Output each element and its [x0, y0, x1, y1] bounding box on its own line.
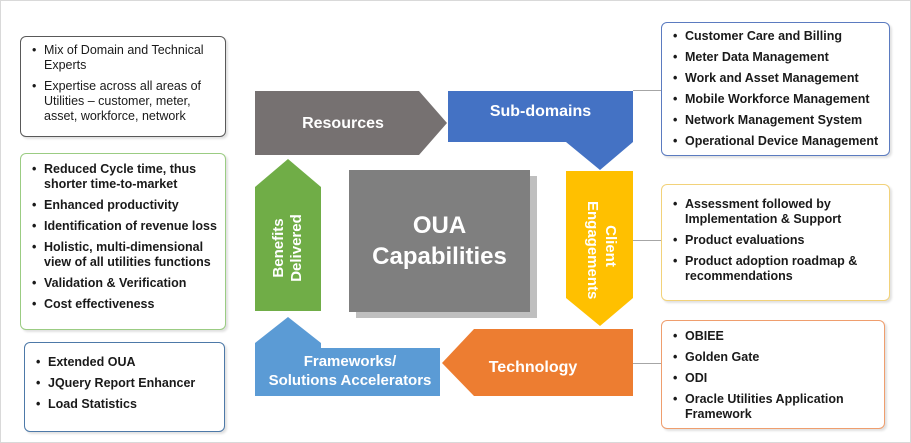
frameworks-arrow [255, 317, 440, 396]
client-engagements-info-box: Assessment followed by Implementation & … [661, 184, 890, 301]
list-item: Load Statistics [31, 397, 218, 412]
connector-technology [633, 363, 661, 364]
client-label-line1: Client [602, 225, 619, 267]
oua-capabilities-box: OUA Capabilities [349, 170, 530, 312]
client-label-line2: Engagements [584, 201, 601, 300]
list-item: Customer Care and Billing [668, 29, 883, 44]
subdomains-label: Sub-domains [489, 102, 592, 120]
technology-arrow [442, 329, 633, 396]
resources-info-box: Mix of Domain and Technical Experts Expe… [20, 36, 226, 137]
list-item: Enhanced productivity [27, 198, 219, 213]
list-item: Work and Asset Management [668, 71, 883, 86]
benefits-label-line2: Delivered [288, 214, 305, 282]
list-item: Oracle Utilities Application Framework [668, 392, 878, 422]
list-item: Holistic, multi-dimensional view of all … [27, 240, 219, 270]
client-engagements-arrow [566, 171, 633, 326]
client-engagements-label: Client Engagements [583, 201, 619, 300]
benefits-label: Benefits Delivered [270, 203, 306, 293]
frameworks-label-line1: Frameworks/ [303, 353, 397, 370]
benefits-arrow [255, 159, 321, 311]
list-item: Identification of revenue loss [27, 219, 219, 234]
list-item: Validation & Verification [27, 276, 219, 291]
list-item: OBIEE [668, 329, 878, 344]
list-item: JQuery Report Enhancer [31, 376, 218, 391]
list-item: Meter Data Management [668, 50, 883, 65]
resources-label: Resources [302, 114, 384, 132]
center-title-line2: Capabilities [372, 243, 507, 270]
resources-arrow [255, 91, 447, 155]
frameworks-info-box: Extended OUA JQuery Report Enhancer Load… [24, 342, 225, 432]
subdomains-info-box: Customer Care and Billing Meter Data Man… [661, 22, 890, 156]
benefits-info-box: Reduced Cycle time, thus shorter time-to… [20, 153, 226, 330]
list-item: Product evaluations [668, 233, 883, 248]
center-title-line1: OUA [412, 212, 467, 239]
list-item: Golden Gate [668, 350, 878, 365]
technology-info-box: OBIEE Golden Gate ODI Oracle Utilities A… [661, 320, 885, 429]
list-item: Expertise across all areas of Utilities … [27, 79, 219, 124]
connector-client [633, 240, 661, 241]
list-item: Product adoption roadmap & recommendatio… [668, 254, 883, 284]
connector-subdomains [633, 90, 661, 91]
list-item: Network Management System [668, 113, 883, 128]
list-item: Assessment followed by Implementation & … [668, 197, 883, 227]
technology-label: Technology [488, 358, 578, 376]
subdomains-arrow [448, 91, 633, 170]
list-item: Operational Device Management [668, 134, 883, 149]
list-item: Extended OUA [31, 355, 218, 370]
list-item: Mix of Domain and Technical Experts [27, 43, 219, 73]
list-item: Mobile Workforce Management [668, 92, 883, 107]
list-item: Reduced Cycle time, thus shorter time-to… [27, 162, 219, 192]
benefits-label-line1: Benefits [270, 218, 287, 278]
frameworks-label: Frameworks/ Solutions Accelerators [252, 346, 448, 396]
frameworks-label-line2: Solutions Accelerators [268, 372, 432, 389]
list-item: Cost effectiveness [27, 297, 219, 312]
list-item: ODI [668, 371, 878, 386]
